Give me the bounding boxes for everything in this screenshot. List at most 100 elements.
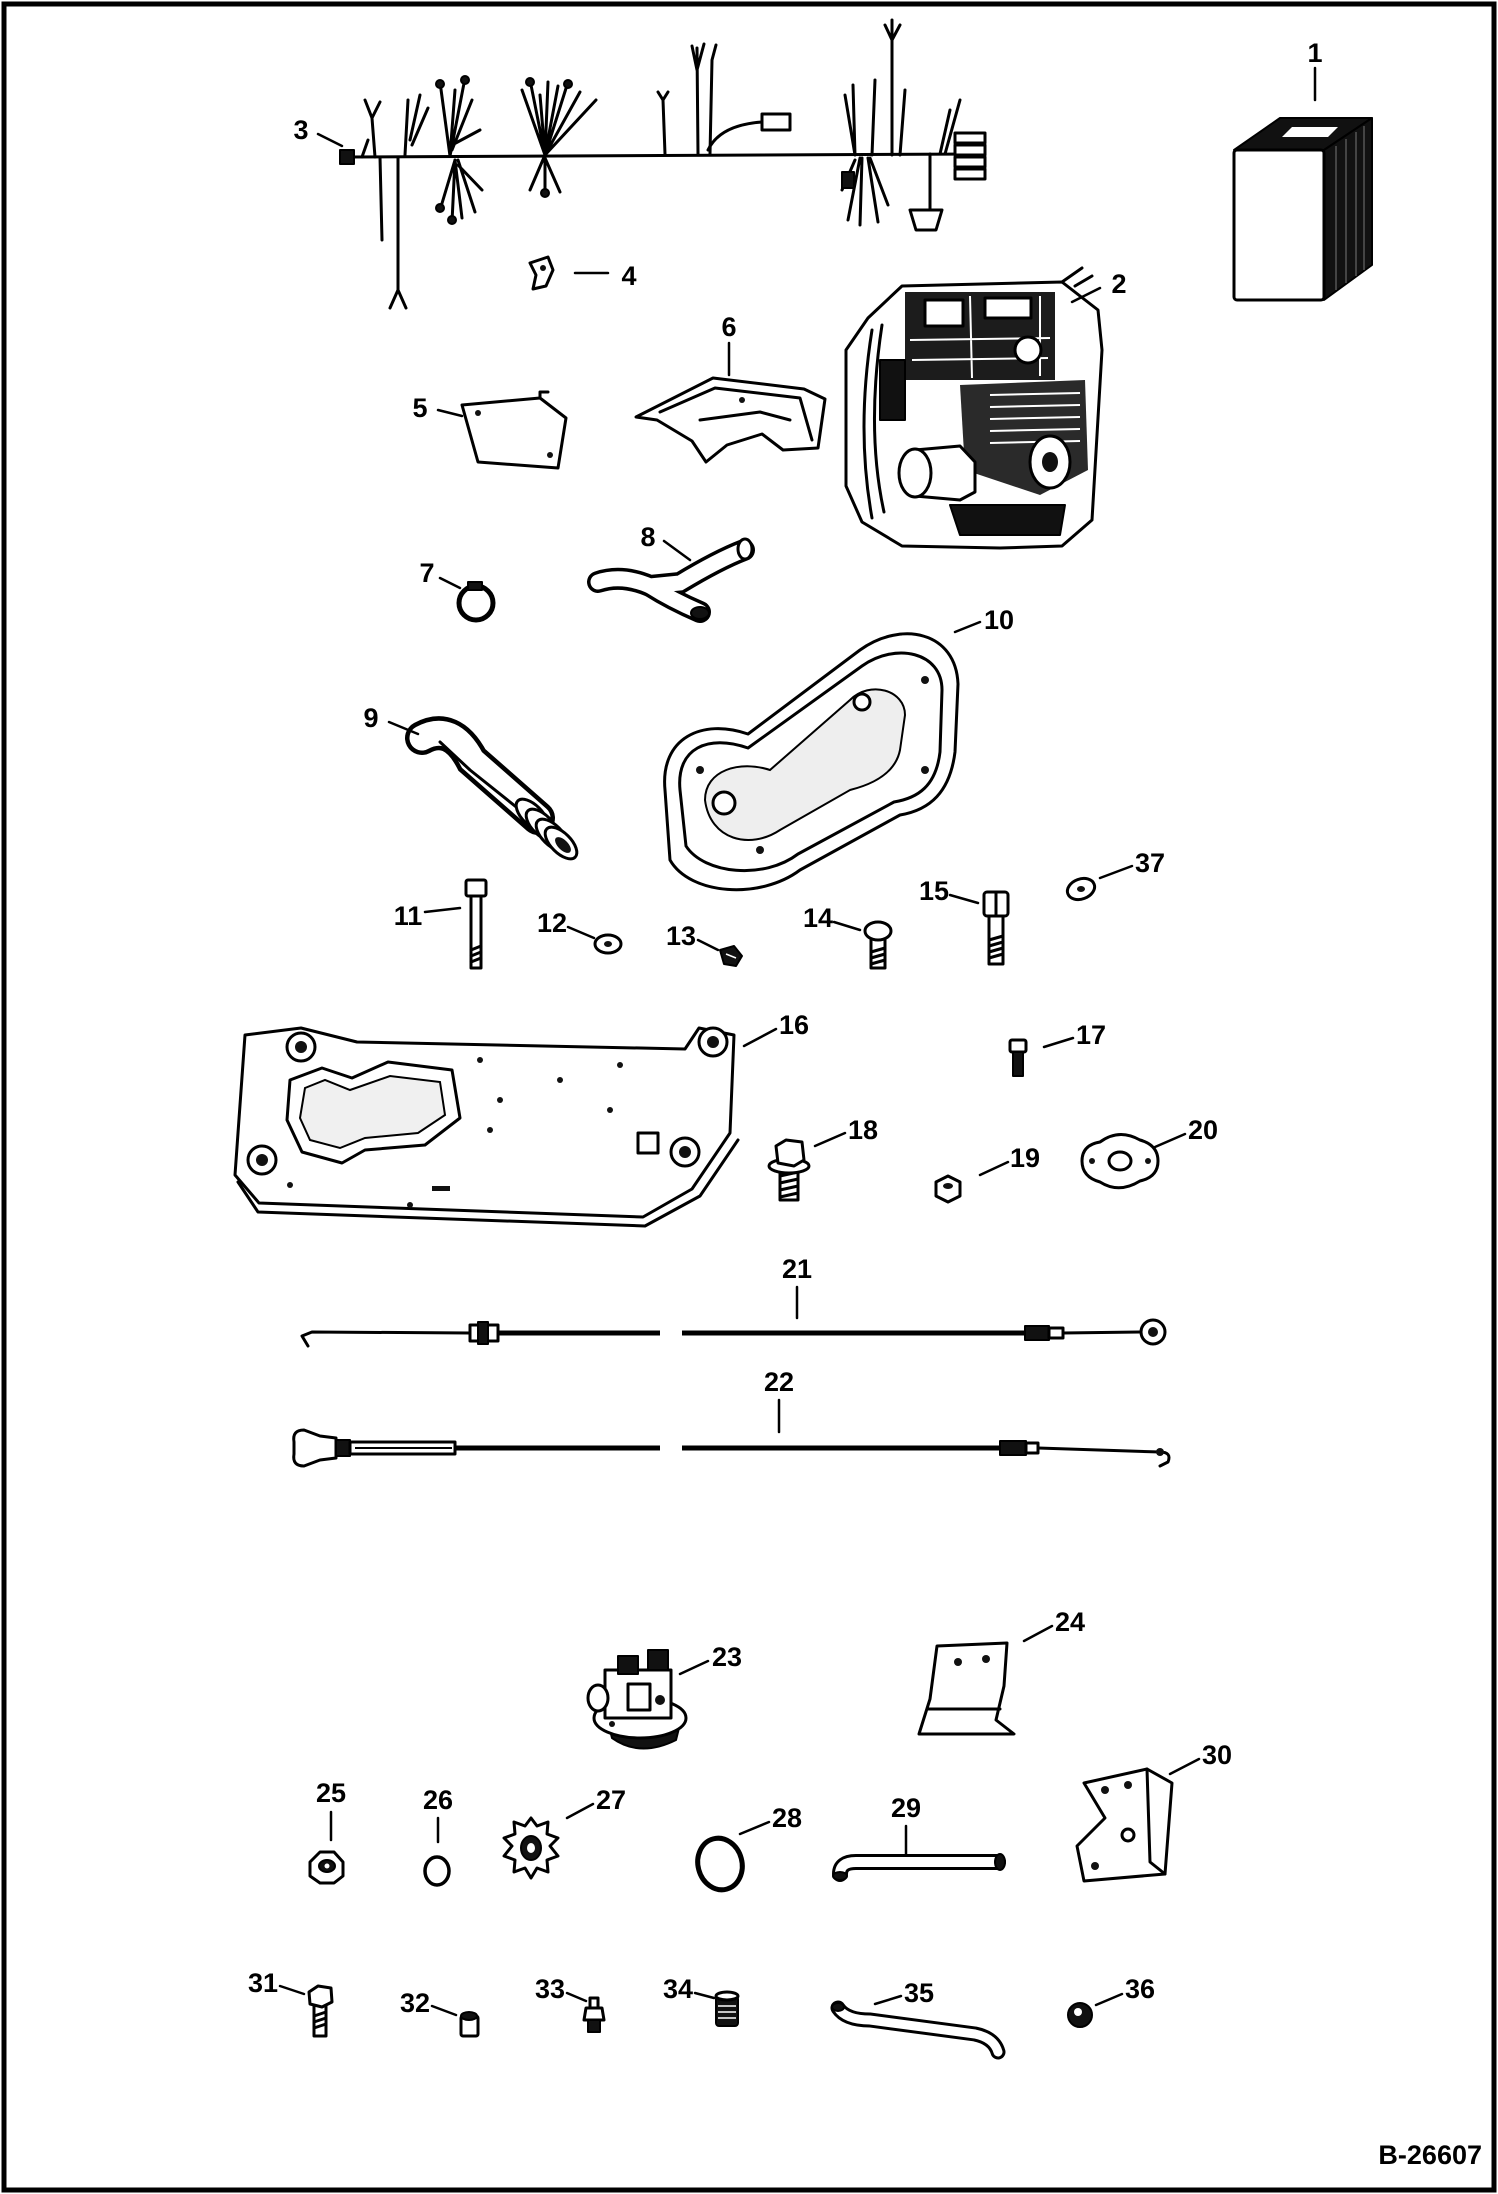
leader-27: [565, 1802, 595, 1820]
leader-32: [430, 2004, 458, 2017]
callout-19: 19: [1010, 1143, 1040, 1173]
callout-30: 30: [1202, 1740, 1232, 1770]
leader-34: [693, 1991, 716, 2000]
part-28-o-ring: [695, 1835, 745, 1893]
callout-23: 23: [712, 1642, 742, 1672]
part-15-bolt: [982, 890, 1010, 966]
callout-21: 21: [782, 1254, 812, 1284]
part-24-bracket: [917, 1641, 1016, 1736]
part-25-fitting: [308, 1850, 345, 1885]
leader-19: [978, 1160, 1010, 1177]
callout-15: 15: [919, 876, 949, 906]
part-34-plug: [714, 1990, 740, 2027]
part-35-tube: [830, 2000, 1006, 2060]
callout-9: 9: [363, 703, 378, 733]
part-30-bracket: [1075, 1767, 1174, 1883]
leader-20: [1153, 1132, 1187, 1149]
part-11-bolt: [464, 878, 488, 970]
leader-14: [832, 920, 862, 932]
leader-31: [278, 1984, 306, 1996]
callout-12: 12: [537, 908, 567, 938]
part-6-shroud: [634, 376, 827, 464]
part-1-battery: [1232, 117, 1373, 302]
callout-18: 18: [848, 1115, 878, 1145]
part-7-clamp: [456, 581, 496, 623]
part-37-washer: [1065, 876, 1097, 902]
leader-11: [423, 906, 462, 914]
leader-36: [1094, 1992, 1124, 2007]
leader-8: [662, 539, 692, 562]
leader-30: [1168, 1757, 1201, 1776]
part-8-hose: [587, 537, 755, 623]
part-21-cable: [300, 1318, 1167, 1348]
leader-12: [566, 925, 596, 940]
callout-22: 22: [764, 1367, 794, 1397]
part-2-engine: [844, 266, 1104, 550]
callout-8: 8: [640, 522, 655, 552]
callout-36: 36: [1125, 1974, 1155, 2004]
callout-7: 7: [419, 558, 434, 588]
part-9-hose: [405, 716, 579, 861]
part-3-wire-harness: [339, 18, 987, 310]
leader-33: [565, 1991, 588, 2003]
callout-28: 28: [772, 1803, 802, 1833]
callout-10: 10: [984, 605, 1014, 635]
leader-10: [953, 620, 982, 634]
part-19-nut: [934, 1174, 962, 1204]
callout-25: 25: [316, 1778, 346, 1808]
leader-23: [678, 1659, 710, 1676]
callout-31: 31: [248, 1968, 278, 1998]
leader-2: [1070, 286, 1102, 304]
part-22-cable: [292, 1428, 1171, 1468]
leader-7: [438, 576, 462, 590]
callout-35: 35: [904, 1978, 934, 2008]
part-27-filter: [502, 1816, 560, 1880]
callout-32: 32: [400, 1988, 430, 2018]
part-12-washer: [593, 933, 623, 955]
leader-5: [436, 408, 464, 418]
leader-16: [742, 1027, 778, 1048]
callout-27: 27: [596, 1785, 626, 1815]
callout-11: 11: [394, 901, 423, 931]
part-26-o-ring: [423, 1855, 451, 1887]
part-17-bolt: [1008, 1038, 1028, 1077]
part-10-belt-cover: [663, 632, 960, 892]
callout-5: 5: [412, 393, 427, 423]
leader-28: [738, 1820, 771, 1836]
leader-35: [873, 1994, 903, 2006]
leader-9: [387, 720, 420, 736]
part-36-nut: [1067, 2002, 1093, 2028]
leader-37: [1098, 864, 1134, 880]
callout-20: 20: [1188, 1115, 1218, 1145]
callout-26: 26: [423, 1785, 453, 1815]
callout-1: 1: [1307, 38, 1322, 68]
callout-14: 14: [803, 903, 833, 933]
callout-4: 4: [621, 261, 636, 291]
leader-15: [948, 893, 980, 905]
leader-18: [813, 1131, 847, 1148]
part-29-tube: [832, 1853, 1006, 1882]
part-20-gasket: [1080, 1133, 1160, 1190]
callout-37: 37: [1135, 848, 1165, 878]
part-23-filter-head: [586, 1649, 688, 1750]
part-5-plate: [460, 390, 568, 470]
callout-17: 17: [1076, 1020, 1106, 1050]
part-31-bolt: [307, 1984, 334, 2038]
part-18-flange-bolt: [767, 1138, 811, 1202]
part-33-fitting: [582, 1996, 606, 2033]
callout-24: 24: [1055, 1607, 1085, 1637]
callout-3: 3: [293, 115, 308, 145]
callout-29: 29: [891, 1793, 921, 1823]
part-14-bolt: [863, 920, 893, 970]
part-16-base-plate: [233, 1026, 740, 1228]
callout-34: 34: [663, 1974, 693, 2004]
leader-24: [1022, 1624, 1054, 1643]
part-32-plug: [459, 2011, 480, 2038]
leader-17: [1042, 1036, 1075, 1049]
leader-3: [316, 132, 344, 148]
callout-6: 6: [721, 312, 736, 342]
part-4-clip: [528, 255, 555, 291]
figure-id: B-26607: [1378, 2140, 1482, 2170]
